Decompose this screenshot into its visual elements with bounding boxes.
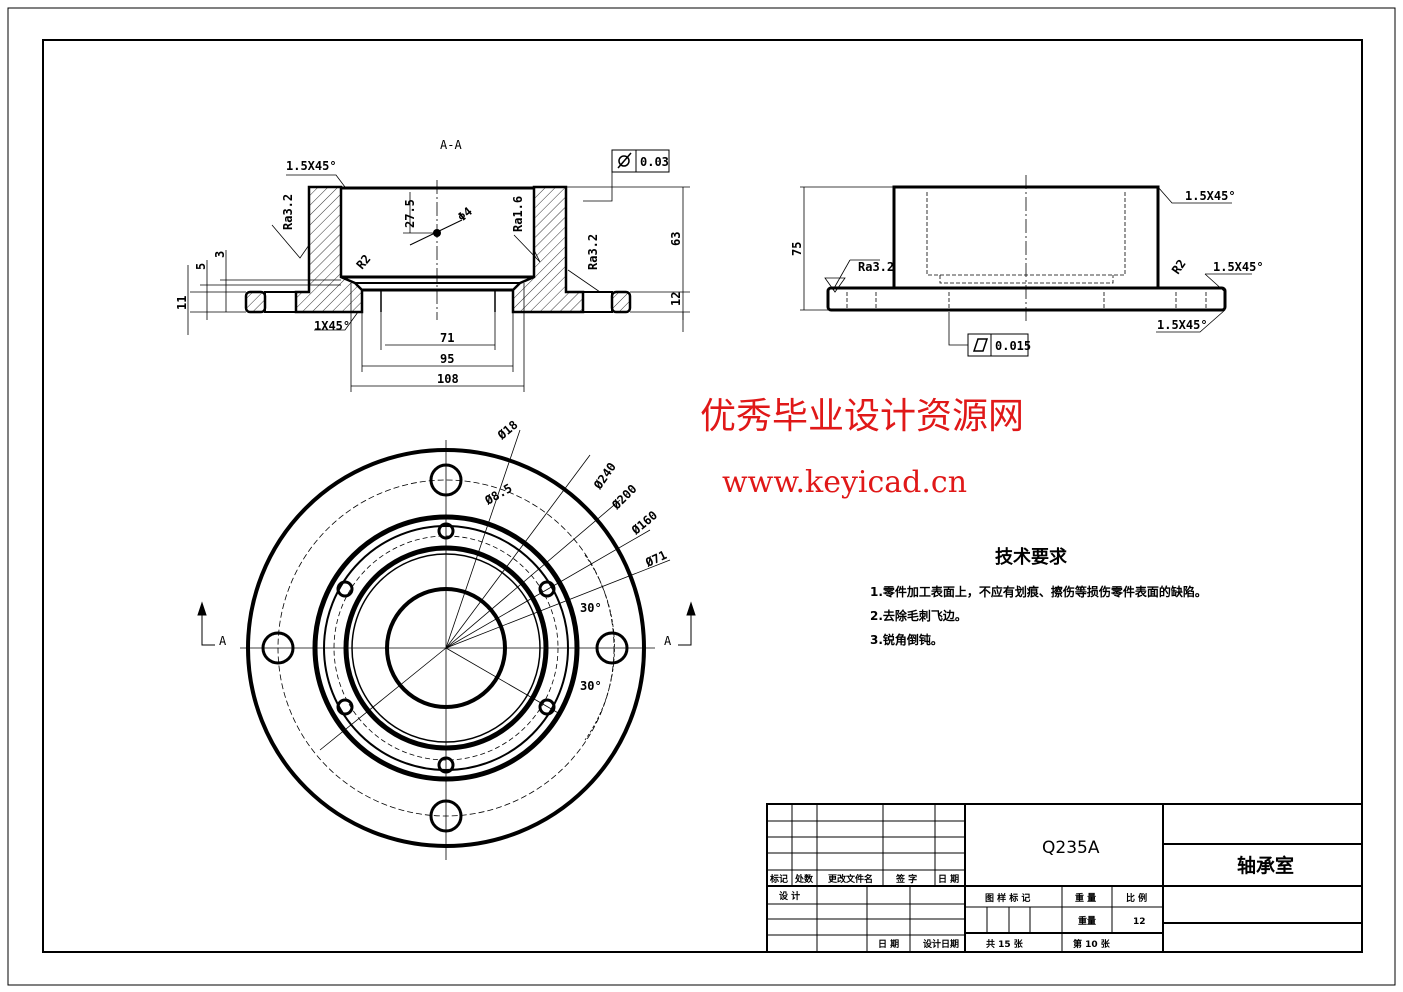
angle-1: 30°	[580, 601, 602, 615]
chamfer-flange-bottom-label: 1.5X45°	[1157, 318, 1208, 332]
title-block: 标记 处数 更改文件名 签 字 日 期 设 计 日 期 设计日期 图 样 标 记…	[766, 803, 1363, 953]
dim-63: 63	[669, 232, 683, 246]
part-name: 轴承室	[1237, 854, 1294, 877]
tech-item: 1.零件加工表面上，不应有划痕、擦伤等损伤零件表面的缺陷。	[870, 584, 1207, 599]
tech-requirements: 技术要求 1.零件加工表面上，不应有划痕、擦伤等损伤零件表面的缺陷。 2.去除毛…	[870, 546, 1207, 647]
count-label: 处数	[794, 873, 814, 885]
material: Q235A	[1042, 838, 1100, 858]
section-marker-right	[678, 601, 696, 646]
roughness-label: Ra3.2	[858, 260, 894, 274]
dim-75: 75	[790, 242, 804, 256]
tech-item: 2.去除毛刺飞边。	[870, 608, 967, 623]
roughness-left: Ra3.2	[281, 194, 295, 230]
dim-phi240: Ø240	[590, 460, 619, 493]
plan-view: A A Ø18 Ø8.5 Ø240 Ø200 Ø160 Ø71 30° 30°	[197, 418, 696, 860]
date2-label: 日 期	[878, 938, 899, 950]
cylindricity-icon	[618, 155, 630, 167]
watermark-title: 优秀毕业设计资源网	[700, 396, 1024, 437]
cylindricity-frame: 0.03	[611, 149, 670, 173]
dim-phi200: Ø200	[609, 482, 640, 513]
dim-12: 12	[669, 292, 683, 306]
side-view: 75 1.5X45° 1.5X45° 1.5X45° Ra3.2 R2 0.01…	[790, 175, 1264, 357]
tech-title: 技术要求	[995, 546, 1068, 568]
chamfer-top-label: 1.5X45°	[286, 159, 337, 173]
section-mark-left: A	[219, 634, 227, 648]
scale-label: 比 例	[1126, 892, 1147, 904]
change-doc-label: 更改文件名	[828, 873, 873, 885]
section-mark-right: A	[664, 634, 672, 648]
chamfer-flange-top-label: 1.5X45°	[1213, 260, 1264, 274]
sheet-number: 第 10 张	[1073, 938, 1111, 950]
design-label: 设 计	[779, 890, 800, 902]
flatness-frame: 0.015	[967, 333, 1031, 357]
scale-value: 12	[1133, 917, 1146, 927]
outer-border	[7, 7, 1396, 986]
dim-3: 3	[213, 251, 227, 258]
weight-value: 重量	[1078, 915, 1096, 927]
drawing-frame	[42, 39, 1363, 953]
dim-95: 95	[440, 352, 454, 366]
chamfer-bottom-label: 1X45°	[314, 319, 350, 333]
dim-108: 108	[437, 372, 459, 386]
radius-label: R2	[354, 252, 374, 272]
total-sheets: 共 15 张	[986, 938, 1024, 950]
dim-phi4: Φ4	[455, 204, 475, 224]
radius-label: R2	[1169, 257, 1189, 277]
dim-phi71: Ø71	[642, 548, 668, 570]
date-label: 日 期	[938, 873, 959, 885]
roughness-right: Ra3.2	[586, 234, 600, 270]
section-title: A-A	[440, 138, 462, 152]
flatness-value: 0.015	[995, 339, 1031, 353]
tech-item: 3.锐角倒钝。	[870, 632, 943, 647]
weight-label: 重 量	[1075, 892, 1096, 904]
dim-27-5: 27.5	[403, 199, 417, 228]
signature-label: 签 字	[895, 873, 917, 885]
tolerance-value: 0.03	[640, 155, 669, 169]
section-view: A-A	[175, 138, 690, 392]
drawing-mark-label: 图 样 标 记	[985, 892, 1030, 904]
dim-5: 5	[194, 263, 208, 270]
dim-11: 11	[175, 296, 189, 310]
roughness-inner: Ra1.6	[511, 196, 525, 232]
mark-label: 标记	[769, 873, 788, 885]
dim-71: 71	[440, 331, 454, 345]
flatness-icon	[972, 338, 989, 352]
design-date-label: 设计日期	[923, 938, 959, 950]
angle-2: 30°	[580, 679, 602, 693]
section-marker-left	[197, 601, 215, 646]
chamfer-top-label: 1.5X45°	[1185, 189, 1236, 203]
watermark-url: www.keyicad.cn	[722, 465, 967, 500]
